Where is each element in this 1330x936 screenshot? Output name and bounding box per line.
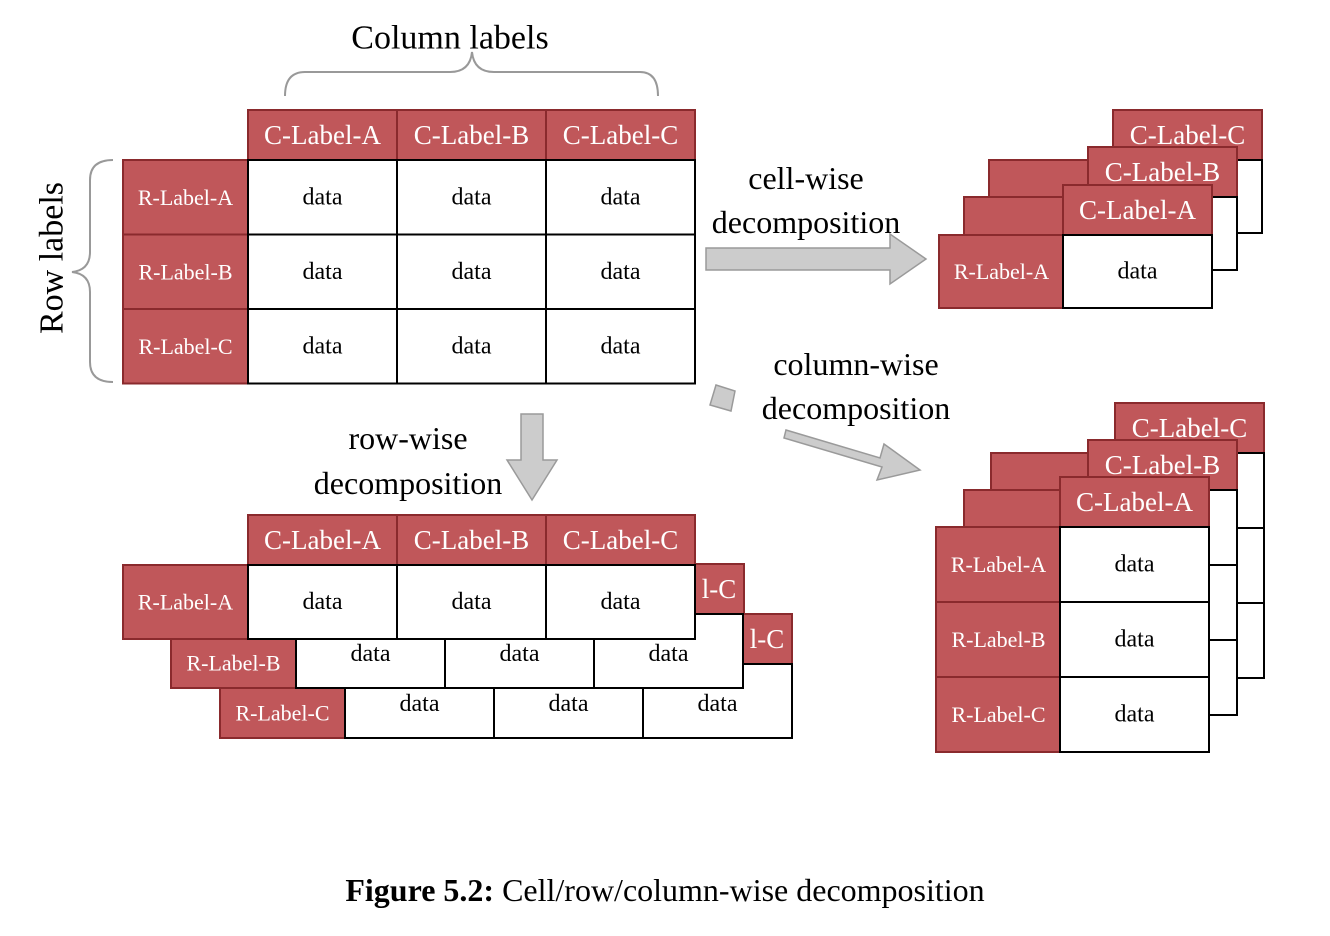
cell-a-data bbox=[1062, 234, 1213, 309]
row-b-col-fragment bbox=[693, 563, 745, 615]
row-b-cell-3-text: data bbox=[649, 641, 689, 667]
caption-text: Cell/row/column-wise decomposition bbox=[502, 872, 985, 908]
main-cell-3-2 bbox=[396, 308, 547, 385]
main-cell-2-3-text: data bbox=[601, 259, 641, 285]
row-c-cell-3-text: data bbox=[698, 691, 738, 717]
cell-wise-decomposition: C-Label-C C-Label-B C-Label-A R-Label-A data bbox=[938, 109, 1263, 309]
row-a-row-label bbox=[122, 564, 249, 640]
main-cell-2-3 bbox=[545, 233, 696, 310]
row-wise-label-2: decomposition bbox=[314, 465, 502, 501]
col-a-row-label-1 bbox=[935, 526, 1062, 603]
main-col-label-2 bbox=[396, 109, 547, 161]
col-a-cell-2-text: data bbox=[1115, 627, 1155, 653]
cell-c-col-label-text: C-Label-C bbox=[1130, 120, 1245, 150]
main-col-label-3-text: C-Label-C bbox=[563, 120, 678, 150]
col-a-row-label-2-text: R-Label-B bbox=[951, 627, 1045, 652]
col-a-row-label-3-text: R-Label-C bbox=[951, 702, 1045, 727]
col-a-row-label-1-text: R-Label-A bbox=[951, 552, 1046, 577]
row-c-col-fragment-text: l-C bbox=[750, 624, 785, 654]
main-col-label-1-text: C-Label-A bbox=[264, 120, 381, 150]
main-row-label-2 bbox=[122, 233, 249, 310]
row-a-cell-2 bbox=[396, 564, 547, 640]
row-c-cell-1-text: data bbox=[400, 691, 440, 717]
col-a-cell-3-text: data bbox=[1115, 702, 1155, 728]
main-cell-3-2-text: data bbox=[452, 333, 492, 359]
main-col-label-2-text: C-Label-B bbox=[414, 120, 529, 150]
column-brace bbox=[284, 51, 659, 97]
figure-caption: Figure 5.2: Cell/row/column-wise decompo… bbox=[0, 872, 1330, 909]
cell-a-row-label bbox=[938, 234, 1065, 309]
cell-wise-arrow bbox=[705, 232, 928, 286]
diagram-canvas: C-Label-A C-Label-B C-Label-C R-Label-A data… bbox=[34, 20, 1265, 753]
col-a-cell-1 bbox=[1059, 526, 1210, 603]
cell-a-data-text: data bbox=[1118, 259, 1158, 285]
row-b-cell-2-text: data bbox=[500, 641, 540, 667]
row-b-cell-1-text: data bbox=[351, 641, 391, 667]
col-a-col-label bbox=[1059, 476, 1210, 528]
row-labels-title: Row labels bbox=[34, 182, 71, 334]
main-cell-3-3-text: data bbox=[601, 333, 641, 359]
main-cell-1-3-text: data bbox=[601, 184, 641, 210]
main-cell-3-3 bbox=[545, 308, 696, 385]
main-cell-2-2 bbox=[396, 233, 547, 310]
main-cell-1-2 bbox=[396, 159, 547, 236]
main-col-label-1 bbox=[247, 109, 398, 161]
main-row-label-3-text: R-Label-C bbox=[138, 334, 232, 359]
col-a-col-label-text: C-Label-A bbox=[1076, 487, 1193, 517]
row-c-row-label-text: R-Label-C bbox=[235, 701, 329, 726]
cell-b-col-label-text: C-Label-B bbox=[1105, 157, 1220, 187]
column-wise-arrow-tail bbox=[709, 384, 736, 412]
row-c-cell-2-text: data bbox=[549, 691, 589, 717]
main-row-label-3 bbox=[122, 308, 249, 385]
main-cell-1-1-text: data bbox=[303, 184, 343, 210]
row-wise-arrow bbox=[505, 413, 559, 502]
caption-prefix: Figure 5.2: bbox=[345, 872, 495, 908]
column-wise-label-2: decomposition bbox=[762, 390, 950, 426]
row-a-col-label-3-text: C-Label-C bbox=[563, 525, 678, 555]
main-row-label-2-text: R-Label-B bbox=[138, 259, 232, 284]
col-c-col-label-text: C-Label-C bbox=[1132, 413, 1247, 443]
row-b-row-label bbox=[170, 637, 297, 689]
row-a-row-label-text: R-Label-A bbox=[138, 590, 233, 615]
row-a-cell-3-text: data bbox=[601, 589, 641, 615]
col-a-row-label-3 bbox=[935, 676, 1062, 753]
column-wise-label-1: column-wise bbox=[773, 346, 938, 382]
cell-a-col-label-text: C-Label-A bbox=[1079, 195, 1196, 225]
arrows bbox=[505, 232, 928, 502]
column-wise-arrow-head bbox=[783, 429, 922, 482]
row-b-row-label-text: R-Label-B bbox=[186, 651, 280, 676]
row-a-cell-3 bbox=[545, 564, 696, 640]
row-wise-label-1: row-wise bbox=[348, 420, 467, 456]
col-a-cell-2 bbox=[1059, 601, 1210, 678]
cell-wise-label-2: decomposition bbox=[712, 204, 900, 240]
column-labels-title: Column labels bbox=[351, 20, 548, 57]
row-a-cell-1 bbox=[247, 564, 398, 640]
main-cell-3-1 bbox=[247, 308, 398, 385]
row-a-col-label-2-text: C-Label-B bbox=[414, 525, 529, 555]
main-row-label-1-text: R-Label-A bbox=[138, 185, 233, 210]
cell-wise-label-1: cell-wise bbox=[748, 160, 864, 196]
row-wise-decomposition: l-C R-Label-C data data data l-C R-Label-B data… bbox=[122, 514, 793, 739]
main-cell-2-2-text: data bbox=[452, 259, 492, 285]
cell-a-row-label-text: R-Label-A bbox=[954, 259, 1049, 284]
main-cell-1-2-text: data bbox=[452, 184, 492, 210]
col-b-col-label-text: C-Label-B bbox=[1105, 450, 1220, 480]
column-wise-decomposition: C-Label-C C-Label-B C-Label-A R-Label-A data… bbox=[935, 402, 1265, 753]
main-table: C-Label-A C-Label-B C-Label-C R-Label-A data… bbox=[122, 109, 696, 385]
row-a-col-label-3 bbox=[545, 514, 696, 566]
col-a-cell-1-text: data bbox=[1115, 552, 1155, 578]
row-a-col-label-1-text: C-Label-A bbox=[264, 525, 381, 555]
row-a-cell-1-text: data bbox=[303, 589, 343, 615]
row-b-col-fragment-text: l-C bbox=[702, 574, 737, 604]
main-cell-3-1-text: data bbox=[303, 333, 343, 359]
main-cell-2-1-text: data bbox=[303, 259, 343, 285]
col-a-cell-3 bbox=[1059, 676, 1210, 753]
row-brace bbox=[71, 159, 114, 383]
row-a-cell-2-text: data bbox=[452, 589, 492, 615]
